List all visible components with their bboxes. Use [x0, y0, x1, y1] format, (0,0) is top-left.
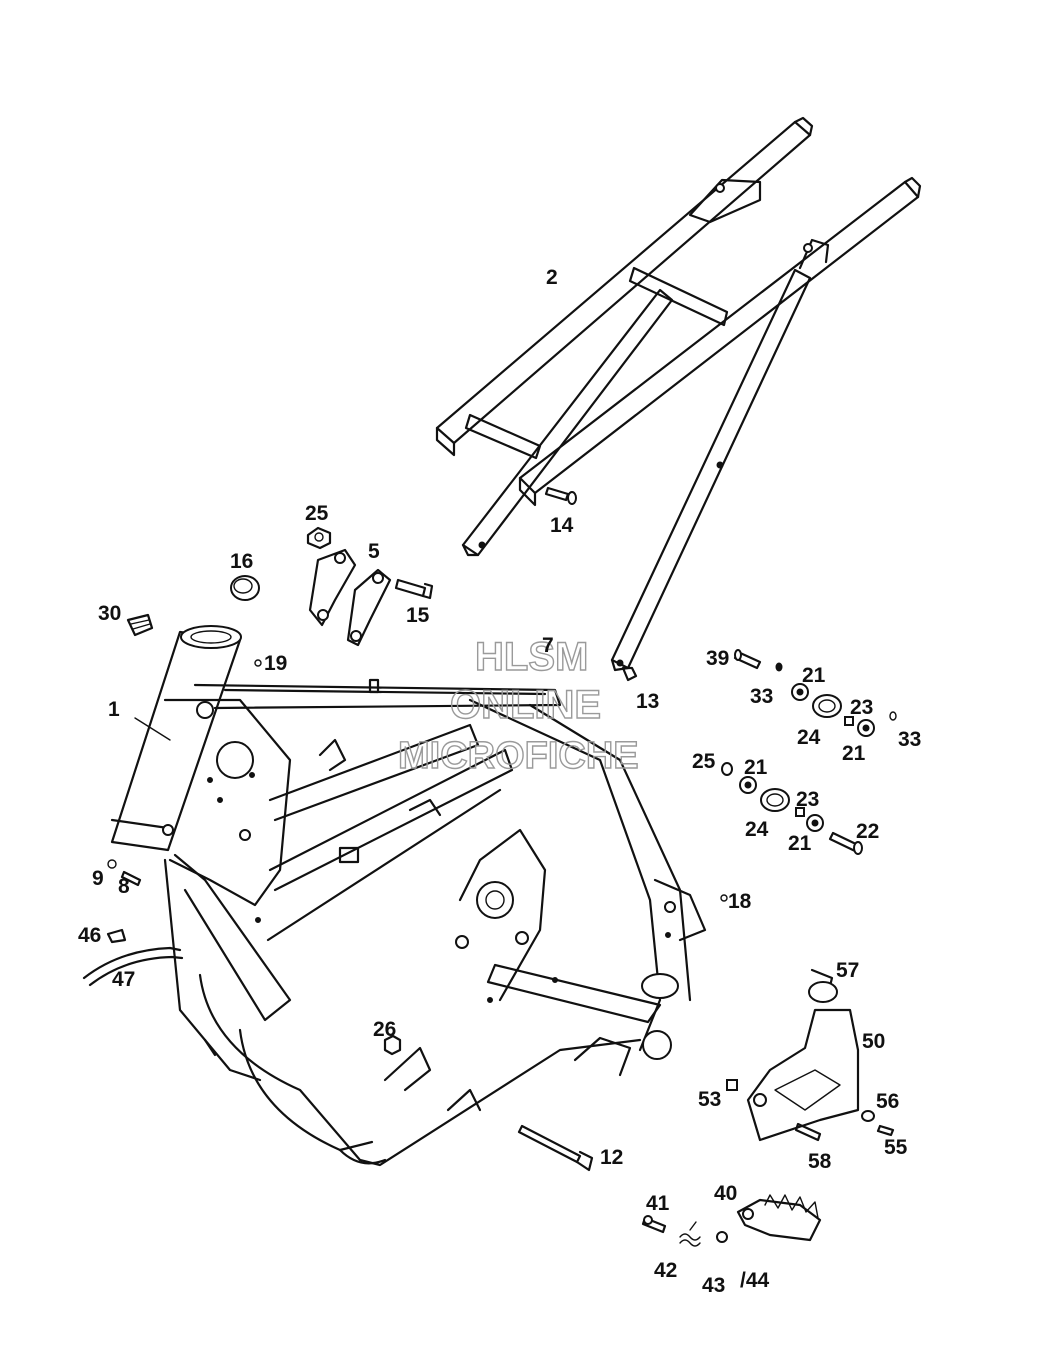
- label-part-26: 26: [373, 1018, 396, 1041]
- label-part-21b: 21: [842, 742, 866, 765]
- label-part-33b: 33: [898, 728, 921, 751]
- label-part-9: 9: [92, 867, 104, 890]
- label-part-8: 8: [118, 875, 130, 898]
- label-part-22: 22: [856, 820, 879, 843]
- label-part-40: 40: [714, 1182, 737, 1205]
- label-part-46: 46: [78, 924, 101, 947]
- label-part-7: 7: [542, 634, 554, 657]
- label-part-18: 18: [728, 890, 752, 913]
- subframe: [435, 116, 922, 672]
- watermark-line-1: HLSM: [475, 635, 588, 679]
- label-part-50: 50: [862, 1030, 885, 1053]
- label-part-41: 41: [646, 1192, 670, 1215]
- label-part-13: 13: [636, 690, 659, 713]
- label-part-25a: 25: [305, 502, 329, 525]
- label-part-44: /44: [740, 1269, 770, 1292]
- label-part-24a: 24: [797, 726, 821, 749]
- label-part-42: 42: [654, 1259, 677, 1282]
- watermark: HLSM ONLINE MICROFICHE: [397, 634, 639, 777]
- label-part-25b: 25: [692, 750, 716, 773]
- label-part-55: 55: [884, 1136, 908, 1159]
- main-frame: [110, 625, 707, 1167]
- label-part-12: 12: [600, 1146, 623, 1169]
- label-part-24b: 24: [745, 818, 769, 841]
- label-part-43: 43: [702, 1274, 725, 1297]
- label-part-58: 58: [808, 1150, 832, 1173]
- leader-lines: [134, 717, 171, 741]
- label-part-21d: 21: [788, 832, 812, 855]
- label-part-47: 47: [112, 968, 135, 991]
- watermark-line-2: ONLINE: [450, 683, 601, 727]
- label-part-14: 14: [550, 514, 574, 537]
- label-part-39: 39: [706, 647, 729, 670]
- label-part-57: 57: [836, 959, 859, 982]
- watermark-line-3: MICROFICHE: [398, 735, 639, 777]
- label-part-19: 19: [264, 652, 287, 675]
- label-part-15: 15: [406, 604, 430, 627]
- label-part-53: 53: [698, 1088, 721, 1111]
- part-labels: 1 2 5 7 8 9 12 13 14 15 16 18 19 21 21 2…: [78, 266, 921, 1297]
- label-part-21c: 21: [744, 756, 768, 779]
- label-part-33a: 33: [750, 685, 773, 708]
- label-part-30: 30: [98, 602, 121, 625]
- small-parts: [82, 486, 897, 1247]
- label-part-5: 5: [368, 540, 380, 563]
- label-part-1: 1: [108, 698, 120, 721]
- label-part-16: 16: [230, 550, 253, 573]
- label-part-21a: 21: [802, 664, 826, 687]
- label-part-23b: 23: [796, 788, 819, 811]
- label-part-56: 56: [876, 1090, 899, 1113]
- label-part-23a: 23: [850, 696, 873, 719]
- label-part-2: 2: [546, 266, 558, 289]
